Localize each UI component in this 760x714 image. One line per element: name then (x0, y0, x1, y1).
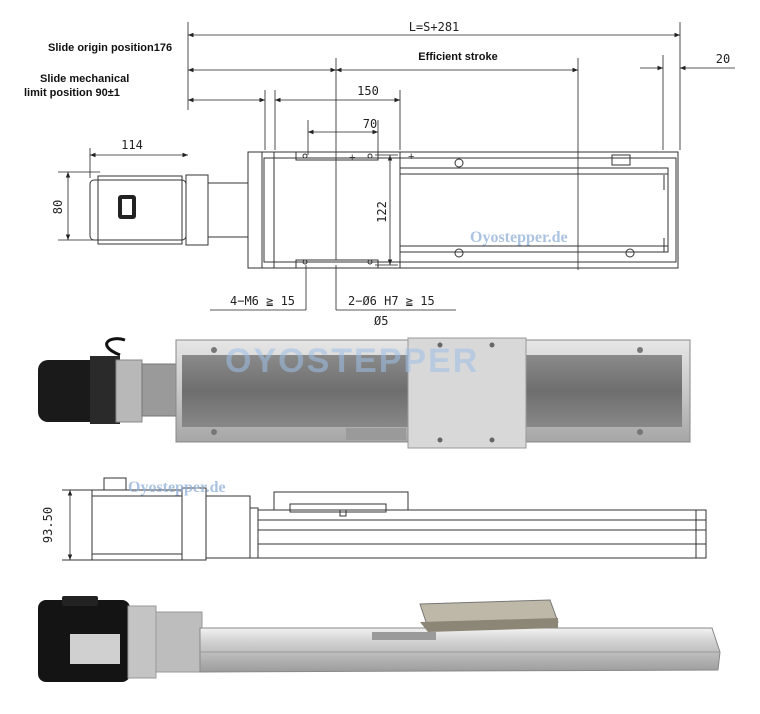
dim-80-label: 80 (51, 200, 65, 214)
hole-spec-dowel: 2−Ø6 H7 ≧ 15 (348, 294, 435, 308)
watermark-top: Oyostepper.de (470, 229, 568, 246)
dim-150-label: 150 (357, 84, 379, 98)
hole-spec-dia5: Ø5 (374, 314, 388, 328)
dim-20-label: 20 (716, 52, 730, 66)
crosshair-mark: + (408, 151, 414, 163)
dim-93-50-label: 93.50 (41, 507, 55, 543)
motor-connector-icon (118, 195, 136, 219)
top-dimensions (58, 22, 735, 270)
overall-length-label: L=S+281 (409, 20, 460, 34)
mech-limit-label-line1: Slide mechanical (40, 73, 129, 85)
photo-top-view (38, 337, 691, 449)
hole-spec-m6: 4−M6 ≧ 15 (230, 294, 295, 308)
efficient-stroke-label: Efficient stroke (418, 51, 497, 63)
dim-114-label: 114 (121, 138, 143, 152)
slide-origin-label: Slide origin position176 (48, 42, 172, 54)
watermark-big: OYOSTEPPER (225, 342, 479, 380)
side-view (62, 477, 707, 561)
hole-callout-leaders (210, 265, 456, 311)
mech-limit-label-line2: limit position 90±1 (24, 87, 120, 99)
dim-70-label: 70 (363, 117, 377, 131)
top-view (89, 151, 679, 269)
watermark-side: Oyostepper.de (128, 479, 226, 496)
center-mark: + (349, 152, 355, 164)
dim-122-label: 122 (375, 201, 389, 223)
photo-perspective (38, 596, 721, 682)
